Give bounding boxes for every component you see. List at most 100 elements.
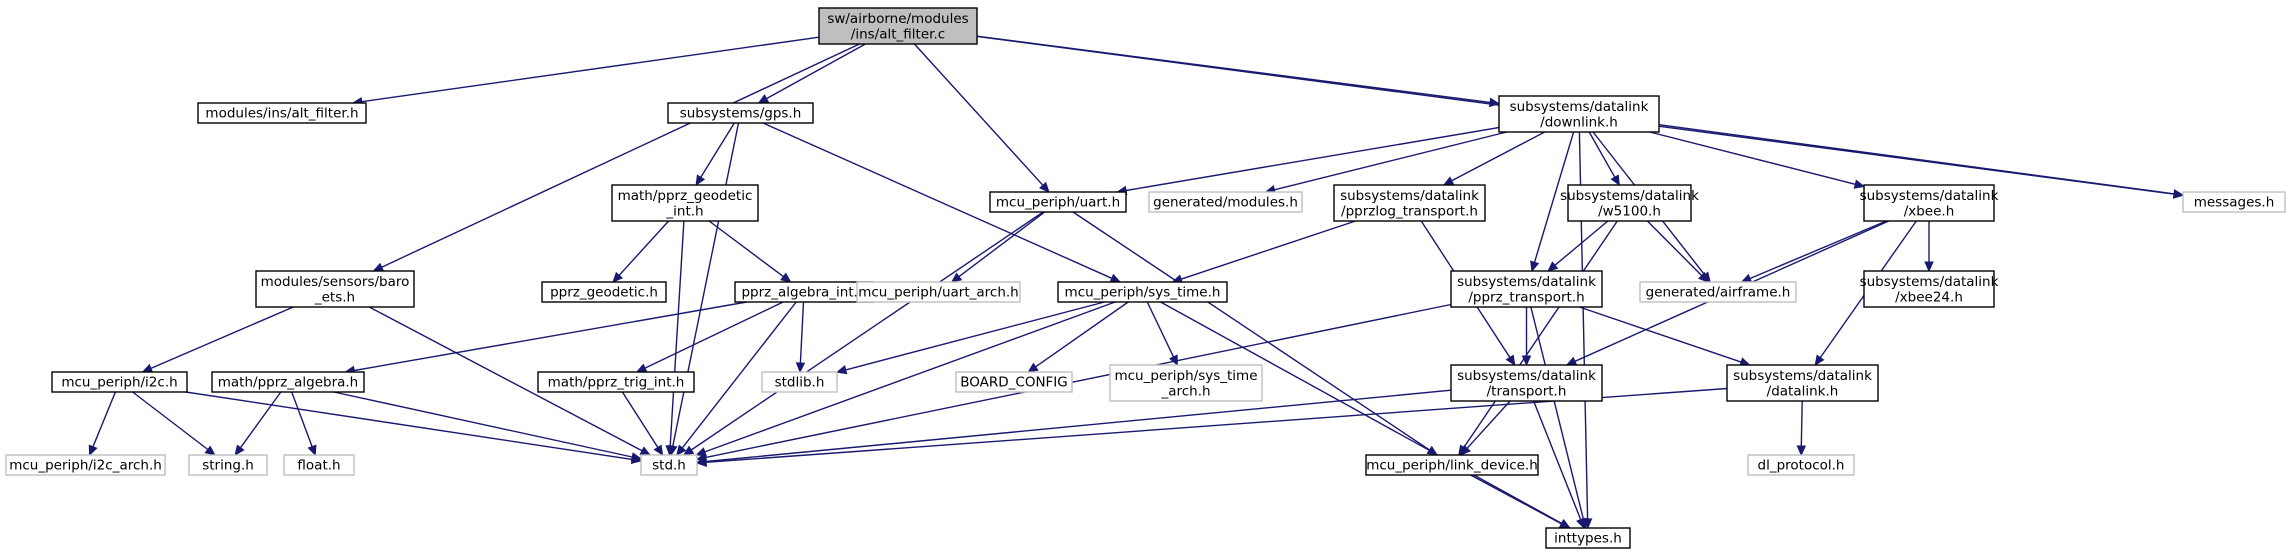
node-link-device-h[interactable]: mcu_periph/link_device.h [1365, 454, 1539, 476]
edge-arrowhead [653, 444, 664, 457]
dependency-edge-baro_ets_h-to-i2c_h [141, 306, 294, 373]
dependency-edge-pprz_geodetic_int_h-to-pprz_geodetic_h [612, 220, 670, 283]
dependency-edge-downlink_h-to-pprz_transport_h [1530, 131, 1575, 273]
dependency-edge-pprz_algebra_h-to-float_h [291, 391, 317, 457]
node-box [955, 371, 1073, 393]
edge-line [1451, 131, 1546, 182]
node-label-line: mcu_periph/i2c_arch.h [9, 458, 162, 474]
node-downlink-h[interactable]: subsystems/datalink/downlink.h [1498, 95, 1660, 133]
node-pprz-algebra-h[interactable]: math/pprz_algebra.h [211, 371, 365, 393]
node-pprz-geodetic-h[interactable]: pprz_geodetic.h [541, 281, 667, 303]
edge-line [1160, 301, 1563, 525]
node-i2c-h[interactable]: mcu_periph/i2c.h [51, 371, 188, 393]
edge-line [291, 391, 313, 447]
node-pprz-algebra-int-h[interactable]: pprz_algebra_int.h [734, 281, 874, 303]
node-baro-ets-h[interactable]: modules/sensors/baro_ets.h [255, 270, 415, 308]
node-gen-modules-h: generated/modules.h [1148, 191, 1303, 213]
node-datalink-h[interactable]: subsystems/datalink/datalink.h [1726, 364, 1879, 402]
node-label-line: subsystems/datalink [1457, 274, 1596, 290]
edge-line [1646, 220, 1703, 277]
node-box [1545, 527, 1631, 549]
node-label-line: /xbee24.h [1895, 289, 1963, 305]
node-uart-h[interactable]: mcu_periph/uart.h [989, 191, 1127, 213]
node-w5100-h[interactable]: subsystems/datalink/w5100.h [1560, 184, 1699, 222]
edge-line [1530, 306, 1585, 520]
edge-arrowhead [612, 271, 624, 283]
edge-line [368, 306, 643, 452]
dependency-edge-pprz_geodetic_int_h-to-pprz_algebra_int_h [708, 220, 792, 283]
dependency-edge-downlink_h-to-pprzlog_transport_h [1442, 131, 1546, 186]
node-label-line: messages.h [2194, 195, 2275, 211]
node-label-line: modules/ins/alt_filter.h [205, 106, 358, 122]
node-xbee24-h[interactable]: subsystems/datalink/xbee24.h [1860, 270, 1999, 308]
dependency-edge-link_device_h-to-inttypes_h [1470, 474, 1571, 529]
dependency-edge-downlink_h-to-messages_h [1658, 124, 2185, 199]
node-box [2182, 191, 2286, 213]
edge-arrowhead [1521, 355, 1532, 367]
node-label-line: mcu_periph/sys_time.h [1065, 285, 1221, 301]
node-i2c-arch-h: mcu_periph/i2c_arch.h [5, 454, 166, 476]
edge-arrowhead [635, 363, 648, 373]
node-box [1726, 364, 1879, 402]
node-label-line: math/pprz_trig_int.h [548, 375, 685, 391]
edge-arrowhead [1576, 517, 1585, 530]
node-label-line: float.h [297, 458, 340, 474]
node-box [1148, 191, 1303, 213]
node-transport-h[interactable]: subsystems/datalink/transport.h [1450, 364, 1603, 402]
edge-line [1588, 131, 1616, 178]
node-box [1863, 270, 1995, 308]
edge-arrowhead [141, 363, 154, 373]
node-box [1639, 281, 1797, 303]
node-pprz-trig-int-h[interactable]: math/pprz_trig_int.h [537, 371, 695, 393]
edge-line [672, 122, 740, 447]
dependency-edge-transport_h-to-inttypes_h [1532, 400, 1585, 530]
edge-line [1579, 306, 1742, 363]
edge-line [1463, 220, 1618, 448]
node-box [667, 102, 814, 124]
edge-arrowhead [695, 457, 707, 468]
node-pprzlog-transport-h[interactable]: subsystems/datalink/pprzlog_transport.h [1333, 184, 1486, 222]
dependency-edge-pprz_transport_h-to-datalink_h [1579, 306, 1751, 367]
node-box [761, 371, 838, 393]
dependency-edge-uart_h-to-std_h [682, 211, 1044, 456]
edge-arrowhead [682, 445, 695, 456]
node-label-line: _ets.h [314, 289, 355, 305]
edge-line [762, 122, 1113, 279]
edge-arrowhead [630, 454, 643, 465]
edge-line [92, 391, 117, 447]
edge-line [1533, 131, 1575, 263]
node-label-line: pprz_algebra_int.h [741, 285, 866, 301]
node-sys-time-h[interactable]: mcu_periph/sys_time.h [1057, 281, 1228, 303]
node-box [5, 454, 166, 476]
node-gen-airframe-h: generated/airframe.h [1639, 281, 1797, 303]
node-stdlib-h: stdlib.h [761, 371, 838, 393]
edge-arrowhead [665, 445, 676, 457]
node-pprz-geodetic-int-h[interactable]: math/pprz_geodetic_int.h [611, 184, 759, 222]
node-inttypes-h[interactable]: inttypes.h [1545, 527, 1631, 549]
node-box [283, 454, 355, 476]
node-label-line: inttypes.h [1554, 531, 1622, 547]
node-box [1450, 270, 1603, 308]
node-alt-filter-c[interactable]: sw/airborne/modules/ins/alt_filter.c [818, 7, 978, 45]
edge-arrowhead [1796, 445, 1807, 457]
node-box [1333, 184, 1486, 222]
node-box [211, 371, 365, 393]
edge-arrowhead [372, 262, 385, 272]
node-gps-h[interactable]: subsystems/gps.h [667, 102, 814, 124]
node-alt-filter-h[interactable]: modules/ins/alt_filter.h [197, 102, 367, 124]
node-xbee-h[interactable]: subsystems/datalink/xbee.h [1860, 184, 1999, 222]
dependency-edge-uart_h-to-uart_arch_h [950, 211, 1046, 283]
dependency-edge-pprz_algebra_int_h-to-stdlib_h [795, 301, 806, 374]
dependency-edge-i2c_h-to-std_h [185, 391, 643, 465]
node-label-line: subsystems/datalink [1733, 368, 1872, 384]
edge-line [708, 220, 784, 278]
node-label-line: generated/airframe.h [1646, 285, 1791, 301]
edge-arrowhead [1109, 273, 1122, 283]
node-messages-h: messages.h [2182, 191, 2286, 213]
node-pprz-transport-h[interactable]: subsystems/datalink/pprz_transport.h [1450, 270, 1603, 308]
dependency-edge-i2c_h-to-i2c_arch_h [88, 391, 117, 457]
edge-line [354, 301, 747, 372]
edge-arrowhead [1027, 362, 1039, 373]
edge-line [913, 43, 1044, 186]
